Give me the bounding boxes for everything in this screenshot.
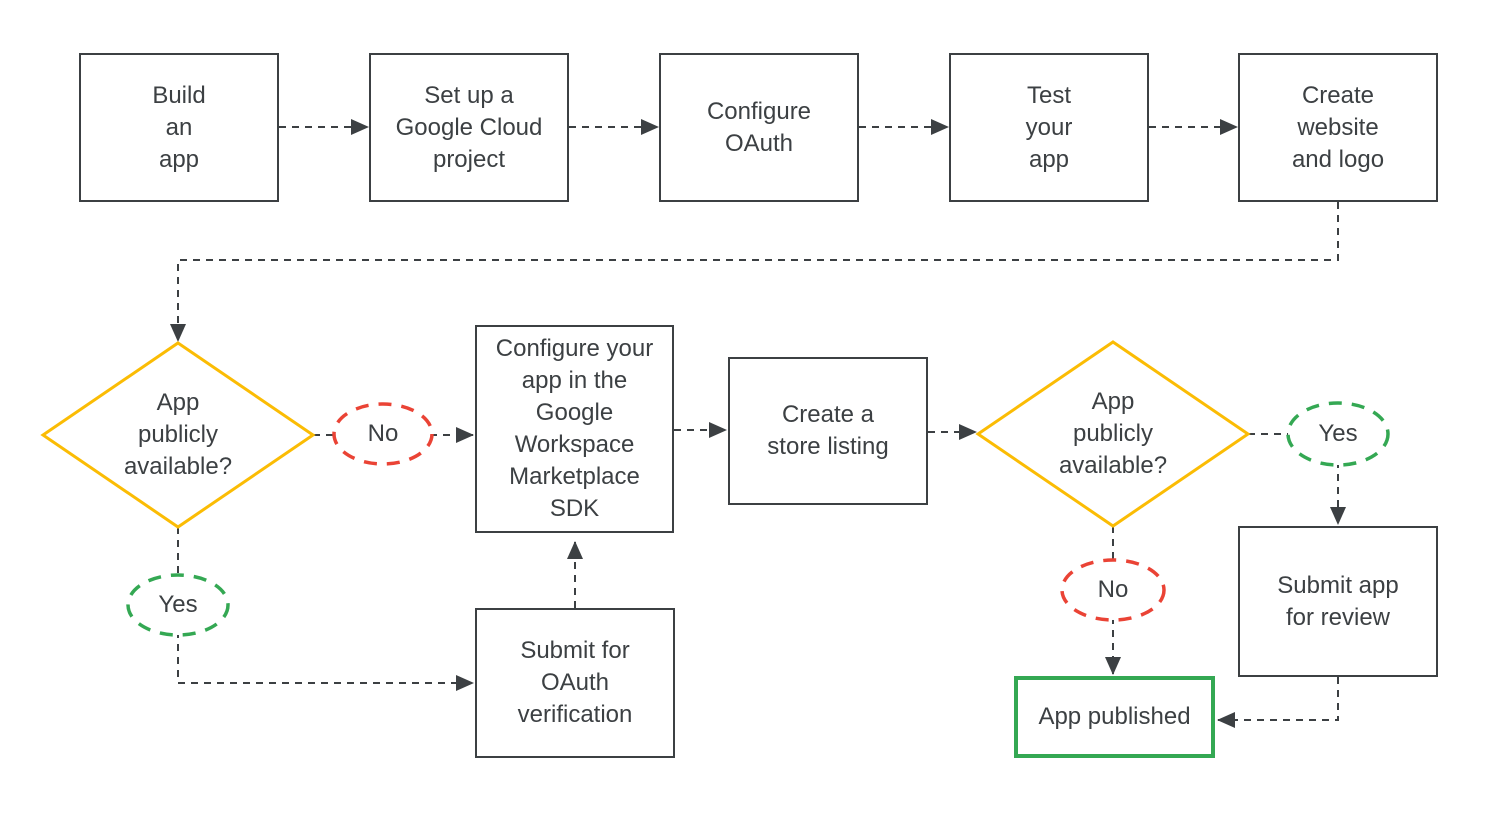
- yes-pill-2: [1286, 401, 1390, 467]
- process-label: Test your app: [1025, 81, 1073, 173]
- edge-label-yes-1: Yes: [158, 591, 198, 618]
- decision-label-1: App publicly available?: [123, 389, 233, 480]
- process-label: Set up a Google Cloud project: [395, 81, 543, 173]
- process-box-configure-oauth: Configure OAuth: [659, 53, 859, 202]
- decision-diamond-1: [40, 341, 316, 529]
- process-box-submit-oauth-verification: Submit for OAuth verification: [475, 608, 675, 758]
- edge-label-yes-2: Yes: [1318, 420, 1358, 447]
- connector-submit-review-to-published: [1217, 677, 1339, 728]
- process-label: Submit app for review: [1277, 571, 1399, 631]
- process-label: Configure OAuth: [706, 97, 812, 157]
- connector-website-to-decision1: [170, 202, 1339, 342]
- process-box-create-store-listing: Create a store listing: [728, 357, 928, 505]
- process-box-test-your-app: Test your app: [949, 53, 1149, 202]
- process-label: Create website and logo: [1291, 81, 1385, 173]
- process-label: Configure your app in the Google Workspa…: [495, 335, 654, 522]
- no-pill-1: [332, 402, 434, 466]
- process-label: Submit for OAuth verification: [517, 637, 633, 728]
- process-label: Create a store listing: [767, 401, 889, 460]
- process-box-submit-app-for-review: Submit app for review: [1238, 526, 1438, 677]
- process-box-build-an-app: Build an app: [79, 53, 279, 202]
- edge-label-no-1: No: [367, 420, 399, 447]
- yes-pill-1: [126, 573, 230, 637]
- process-label: Build an app: [152, 81, 206, 173]
- decision-label-2: App publicly available?: [1058, 388, 1168, 479]
- process-box-google-cloud-project: Set up a Google Cloud project: [369, 53, 569, 202]
- decision-diamond-2: [975, 340, 1251, 528]
- process-label: App published: [1038, 703, 1191, 730]
- no-pill-2: [1060, 558, 1166, 622]
- terminal-box-app-published: App published: [1014, 676, 1215, 758]
- edge-label-no-2: No: [1097, 576, 1129, 603]
- process-box-configure-marketplace-sdk: Configure your app in the Google Workspa…: [475, 325, 674, 533]
- connector-decision2-yes-to-submit-review: [1248, 433, 1346, 525]
- process-box-create-website-and-logo: Create website and logo: [1238, 53, 1438, 202]
